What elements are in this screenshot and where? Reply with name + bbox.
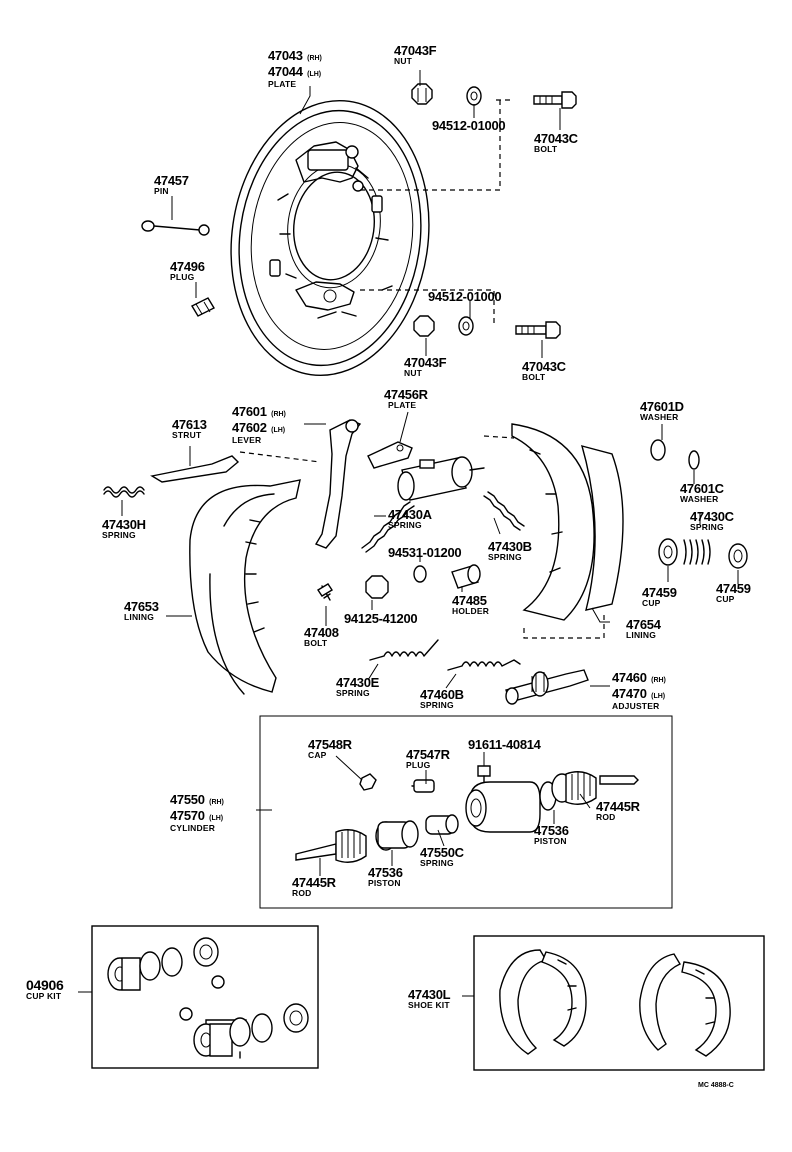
label-spring-a: 47430A SPRING (388, 507, 432, 530)
cylinder-exploded-parts (295, 765, 639, 863)
label-lining-right: 47654 LINING (626, 617, 661, 640)
drawing-code: MC 4888-C (698, 1082, 734, 1089)
cup-kit-box (91, 925, 319, 1069)
label-bolt-47408: 47408 BOLT (304, 625, 339, 648)
right-brake-shoe (483, 423, 624, 639)
label-bleeder: 91611-40814 (468, 737, 541, 752)
label-nut-94125: 94125-41200 (344, 611, 418, 626)
shoe-plate (367, 441, 413, 469)
label-plug: 47496 PLUG (170, 259, 205, 282)
label-cyl-plug: 47547R PLUG (406, 747, 450, 770)
lower-springs (369, 639, 521, 671)
label-spring-b: 47430B SPRING (488, 539, 532, 562)
label-cap: 47548R CAP (308, 737, 352, 760)
strut-spring (103, 451, 321, 498)
label-cylinder: 47550 (RH) 47570 (LH) CYLINDER (170, 792, 224, 833)
label-lever: 47601 (RH) 47602 (LH) LEVER (232, 404, 286, 445)
label-spring-e: 47430E SPRING (336, 675, 380, 698)
top-hardware (360, 83, 577, 191)
label-cup-right: 47459 CUP (716, 581, 751, 604)
label-spring-h: 47430H SPRING (102, 517, 146, 540)
label-spring-cyl: 47550C SPRING (420, 845, 464, 868)
label-rod-right: 47445R ROD (596, 799, 640, 822)
backing-plate (230, 99, 430, 377)
label-piston-left: 47536 PISTON (368, 865, 403, 888)
left-brake-shoe (189, 479, 301, 695)
adjuster (505, 669, 589, 705)
leader-lines (78, 70, 739, 997)
label-bolt-top: 47043C BOLT (534, 131, 578, 154)
label-spring-460b: 47460B SPRING (420, 687, 464, 710)
pin-plug (141, 220, 215, 317)
label-nut-mid: 47043F NUT (404, 355, 447, 378)
label-shoe-kit: 47430L SHOE KIT (408, 987, 451, 1010)
label-cup-left: 47459 CUP (642, 585, 677, 608)
label-pin: 47457 PIN (154, 173, 189, 196)
label-lining-left: 47653 LINING (124, 599, 159, 622)
return-springs (361, 491, 525, 553)
label-plate: 47043 (RH) 47044 (LH) PLATE (268, 48, 322, 89)
label-strut: 47613 STRUT (172, 417, 207, 440)
label-adjuster: 47460 (RH) 47470 (LH) ADJUSTER (612, 670, 666, 711)
label-shoe-plate: 47456R PLATE (384, 387, 428, 410)
label-washer-top: 94512-01000 (432, 118, 506, 133)
label-piston-right: 47536 PISTON (534, 823, 569, 846)
small-parts (317, 564, 481, 601)
label-nut-top: 47043F NUT (394, 43, 437, 66)
label-washer-d: 47601D WASHER (640, 399, 684, 422)
label-holder: 47485 HOLDER (452, 593, 490, 616)
wheel-cylinder-assembly (397, 456, 485, 501)
label-washer-mid: 94512-01000 (428, 289, 502, 304)
parking-lever (314, 419, 362, 549)
cup-kit-parts (107, 937, 309, 1059)
right-hardware (650, 439, 748, 569)
label-washer-94531: 94531-01200 (388, 545, 462, 560)
label-bolt-mid: 47043C BOLT (522, 359, 566, 382)
shoe-kit-parts (499, 949, 731, 1057)
label-spring-c: 47430C SPRING (690, 509, 734, 532)
label-washer-c: 47601C WASHER (680, 481, 724, 504)
label-cup-kit: 04906 CUP KIT (26, 977, 64, 1001)
mid-hardware (360, 289, 561, 339)
label-rod-left: 47445R ROD (292, 875, 336, 898)
shoe-kit-box (473, 935, 765, 1071)
cylinder-detail-box (259, 715, 673, 909)
